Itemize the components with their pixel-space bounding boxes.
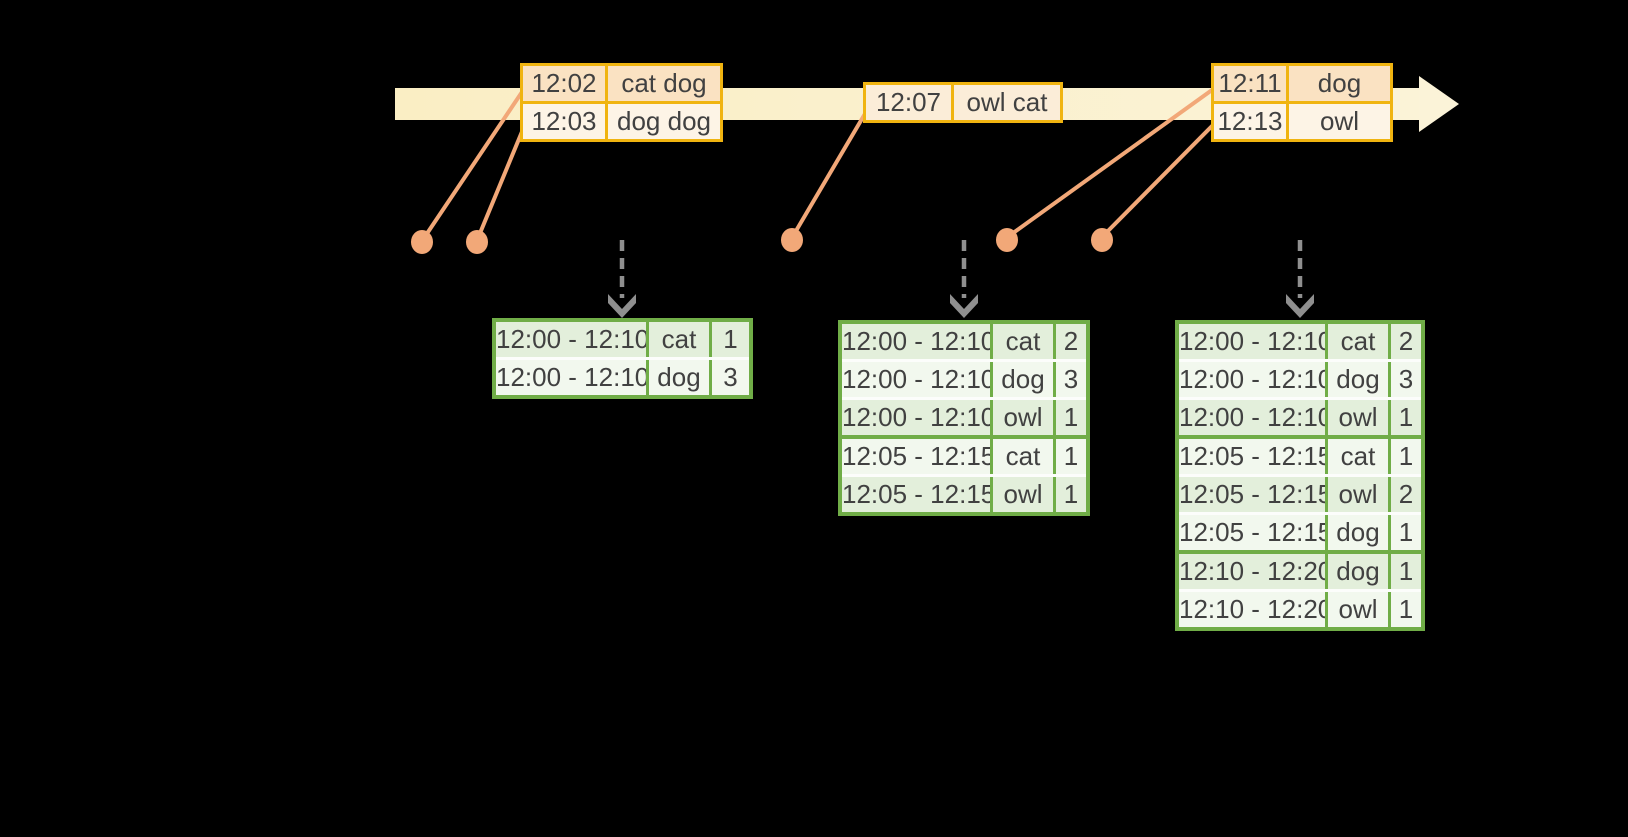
window-cell: 12:00 - 12:10	[1179, 324, 1328, 359]
word-cell: cat	[1328, 439, 1391, 474]
count-cell: 2	[1391, 324, 1421, 359]
word-cell: owl	[1328, 477, 1391, 512]
window-cell: 12:05 - 12:15	[842, 439, 993, 474]
dot-marker-icon	[996, 228, 1018, 252]
event-connector-line	[1007, 88, 1214, 238]
dot-marker-icon	[411, 230, 433, 254]
window-cell: 12:00 - 12:10	[496, 360, 649, 395]
word-cell: dog	[1328, 362, 1391, 397]
count-cell: 1	[1056, 400, 1086, 435]
window-cell: 12:00 - 12:10	[842, 324, 993, 359]
arrow-right-icon	[1419, 76, 1459, 132]
event-words: cat dog	[608, 66, 720, 101]
window-cell: 12:05 - 12:15	[1179, 439, 1328, 474]
word-cell: cat	[993, 439, 1056, 474]
count-cell: 3	[712, 360, 749, 395]
window-cell: 12:05 - 12:15	[1179, 515, 1328, 550]
count-cell: 1	[1056, 477, 1086, 512]
window-cell: 12:10 - 12:20	[1179, 554, 1328, 589]
count-cell: 2	[1056, 324, 1086, 359]
word-cell: cat	[1328, 324, 1391, 359]
event-words: dog	[1289, 66, 1390, 101]
count-cell: 1	[1391, 592, 1421, 627]
event-words: owl cat	[954, 85, 1060, 120]
word-cell: owl	[993, 477, 1056, 512]
window-cell: 12:10 - 12:20	[1179, 592, 1328, 627]
dot-marker-icon	[1091, 228, 1113, 252]
word-cell: dog	[1328, 515, 1391, 550]
count-cell: 1	[1391, 400, 1421, 435]
word-cell: owl	[993, 400, 1056, 435]
word-cell: dog	[1328, 554, 1391, 589]
word-cell: dog	[993, 362, 1056, 397]
window-cell: 12:05 - 12:15	[842, 477, 993, 512]
event-connector-line	[791, 110, 868, 238]
event-words: owl	[1289, 104, 1390, 139]
window-cell: 12:00 - 12:10	[842, 362, 993, 397]
event-connector-line	[422, 90, 524, 240]
window-cell: 12:00 - 12:10	[1179, 362, 1328, 397]
dot-marker-icon	[781, 228, 803, 252]
event-time: 12:07	[866, 85, 954, 120]
count-cell: 1	[1391, 439, 1421, 474]
event-time: 12:11	[1214, 66, 1289, 101]
word-cell: cat	[649, 322, 712, 357]
count-cell: 1	[712, 322, 749, 357]
dashed-arrow-down-icon	[1286, 294, 1314, 318]
window-cell: 12:00 - 12:10	[1179, 400, 1328, 435]
window-cell: 12:00 - 12:10	[496, 322, 649, 357]
event-time: 12:02	[523, 66, 608, 101]
word-cell: owl	[1328, 400, 1391, 435]
count-cell: 3	[1056, 362, 1086, 397]
word-cell: cat	[993, 324, 1056, 359]
dot-marker-icon	[466, 230, 488, 254]
count-cell: 1	[1056, 439, 1086, 474]
event-connector-line	[1101, 122, 1216, 238]
event-time: 12:03	[523, 104, 608, 139]
event-time: 12:13	[1214, 104, 1289, 139]
count-cell: 3	[1391, 362, 1421, 397]
count-cell: 2	[1391, 477, 1421, 512]
dashed-arrow-down-icon	[608, 294, 636, 318]
event-words: dog dog	[608, 104, 720, 139]
window-cell: 12:05 - 12:15	[1179, 477, 1328, 512]
window-cell: 12:00 - 12:10	[842, 400, 993, 435]
word-cell: owl	[1328, 592, 1391, 627]
event-connector-line	[476, 121, 528, 239]
dashed-arrow-down-icon	[950, 294, 978, 318]
count-cell: 1	[1391, 554, 1421, 589]
word-cell: dog	[649, 360, 712, 395]
count-cell: 1	[1391, 515, 1421, 550]
